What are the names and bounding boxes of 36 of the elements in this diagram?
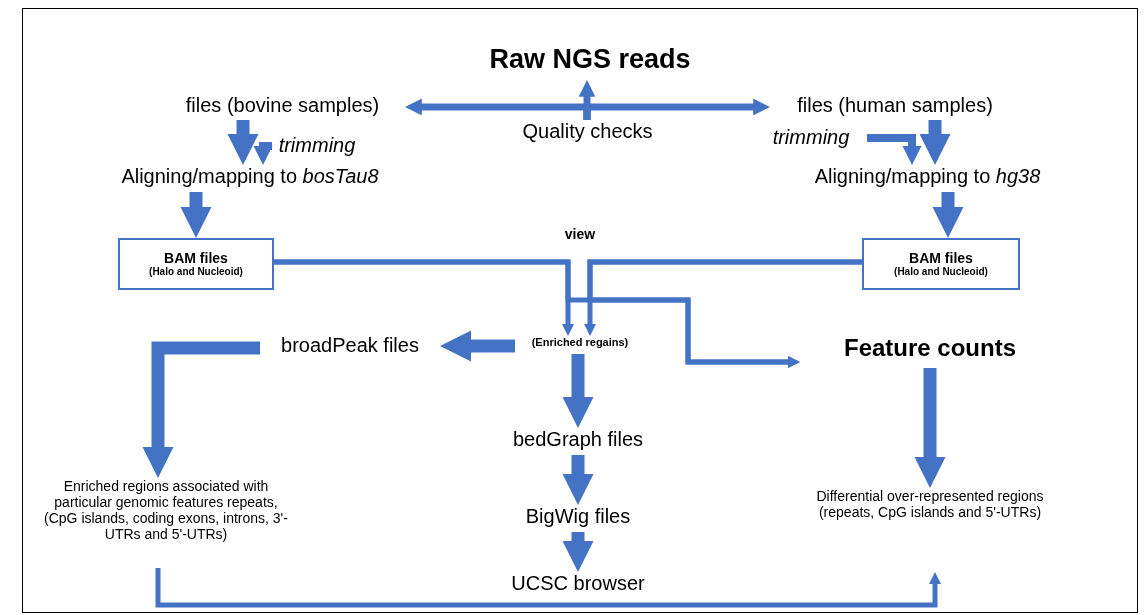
arrow bbox=[932, 192, 964, 238]
step-label: (Enriched regains) bbox=[515, 336, 645, 354]
step-label: files (human samples) bbox=[770, 94, 1020, 120]
box-subtitle: (Halo and Nucleoid) bbox=[894, 266, 988, 278]
step-label: Enriched regions associated with particular genomic features repeats, (CpG islands, coding exons, introns, 3'-UTRs and 5'-UTRs) bbox=[38, 478, 294, 568]
box-subtitle: (Halo and Nucleoid) bbox=[149, 266, 243, 278]
arrow bbox=[587, 259, 862, 368]
step-label: trimming bbox=[272, 134, 362, 158]
step-label: files (bovine samples) bbox=[160, 94, 405, 120]
arrow bbox=[227, 120, 259, 165]
step-label: Raw NGS reads bbox=[470, 44, 710, 80]
arrow bbox=[155, 568, 941, 608]
arrow bbox=[142, 341, 260, 478]
step-label: trimming bbox=[755, 126, 867, 150]
file-box bbox=[118, 238, 274, 290]
step-label: bedGraph files bbox=[490, 428, 666, 455]
arrow bbox=[562, 354, 594, 428]
arrow bbox=[914, 368, 946, 488]
box-title: BAM files bbox=[164, 250, 228, 267]
arrow bbox=[562, 455, 594, 505]
box-title: BAM files bbox=[909, 250, 973, 267]
step-label: Quality checks bbox=[505, 120, 670, 146]
step-label: UCSC browser bbox=[490, 572, 666, 600]
step-label: BigWig files bbox=[500, 505, 656, 532]
step-label: view bbox=[563, 226, 597, 242]
arrow bbox=[253, 142, 273, 165]
step-label: Aligning/mapping to hg38 bbox=[770, 165, 1085, 192]
step-label: Differential over-represented regions (repeats, CpG islands and 5'-UTRs) bbox=[812, 488, 1048, 572]
arrow bbox=[440, 330, 515, 362]
arrow bbox=[919, 120, 951, 165]
step-label: broadPeak files bbox=[260, 334, 440, 362]
step-label: Feature counts bbox=[800, 334, 1060, 368]
arrow bbox=[562, 532, 594, 572]
arrow bbox=[180, 192, 212, 238]
step-label: Aligning/mapping to bosTau8 bbox=[60, 165, 440, 192]
file-box bbox=[862, 238, 1020, 290]
